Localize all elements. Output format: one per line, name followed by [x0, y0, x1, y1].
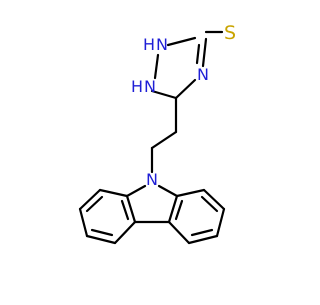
bond-c4-c4a	[113, 220, 137, 245]
bond-c1-c2-inner	[85, 195, 104, 213]
bond-c4a-c9a-inner	[120, 199, 130, 221]
n4-label: N	[197, 65, 209, 84]
bond-n9-c8a	[157, 184, 179, 198]
bond-c7-c6	[215, 207, 226, 238]
bond-c5-c4b	[167, 220, 191, 245]
bond-c6-c5	[187, 234, 219, 245]
bond-c8-c7	[202, 188, 226, 211]
bond-c3-c4	[85, 234, 117, 245]
n1-label: N	[156, 35, 168, 54]
carbazole-n-label: N	[146, 170, 158, 189]
thiol-s-label: S	[224, 22, 236, 44]
bond-c9a-c4a	[125, 194, 137, 224]
n2-h-label: H	[131, 77, 143, 96]
molecule-canvas: S H N H N N N	[78, 22, 236, 245]
bond-c8a-c8	[175, 188, 206, 198]
bond-ch2-ch2	[150, 130, 178, 150]
n1-h-label: H	[143, 35, 155, 54]
bond-n9-c9a	[125, 184, 147, 198]
bond-n1-n2	[153, 53, 160, 80]
atom-labels: S H N H N N N	[131, 22, 236, 189]
triazole-ring	[150, 30, 224, 100]
bond-c8-c7-inner	[200, 195, 219, 213]
bond-c5-n2	[150, 89, 178, 100]
n2-label: N	[144, 77, 156, 96]
bond-n4-c5	[174, 78, 197, 100]
bond-n1-c3	[166, 36, 197, 47]
bond-c9a-c1	[98, 188, 129, 198]
bond-c2-c3	[78, 207, 89, 238]
bond-c3-n4	[201, 37, 208, 68]
bond-c3-n4-inner	[195, 43, 201, 65]
bond-c1-c2	[78, 188, 102, 211]
bond-c6-c5-inner	[190, 228, 214, 237]
bond-c8a-c4b	[167, 194, 179, 224]
bond-c3-c4-inner	[90, 228, 114, 237]
structure-diagram: S H N H N N N	[78, 22, 236, 245]
ethyl-linker	[150, 96, 178, 174]
carbazole	[78, 184, 226, 245]
bond-c4b-c8a-inner	[174, 199, 184, 221]
